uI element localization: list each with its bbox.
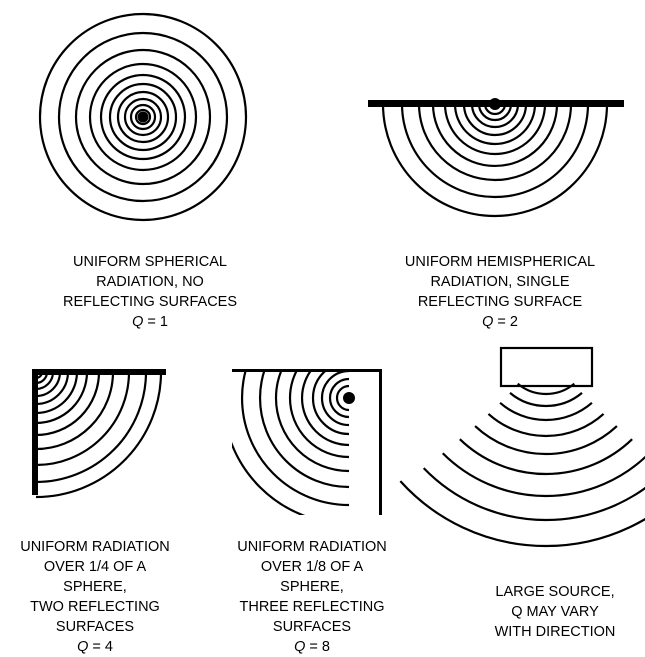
wavefront-arc (35, 371, 115, 451)
caption-line: OVER 1/4 OF A (43, 559, 147, 575)
wavefront-arc (35, 371, 101, 437)
caption-line: UNIFORM RADIATION (20, 539, 170, 555)
top-reflecting-surface (232, 369, 382, 372)
wavefront-arc (381, 103, 609, 218)
caption-line: UNIFORM SPHERICAL (73, 254, 227, 270)
wavefront-arc (483, 103, 507, 116)
wavefront-arc (441, 452, 645, 498)
wavefront-circle (88, 62, 198, 172)
wavefront-arc (35, 371, 70, 406)
wavefront-arc (453, 103, 537, 146)
caption-line: SPHERE, (63, 579, 127, 595)
q-value: = 4 (88, 639, 113, 655)
wavefront-circle (57, 31, 229, 203)
wavefront-circle (74, 48, 212, 186)
wavefront-arc (487, 413, 605, 438)
wavefront-arc (431, 103, 559, 168)
eighth-sphere-radiation-pattern (232, 369, 382, 515)
caption-line: RADIATION, SINGLE (430, 274, 570, 290)
wavefront-arc (474, 425, 618, 456)
caption-line: OVER 1/8 OF A (260, 559, 364, 575)
wavefront-arc (288, 369, 350, 459)
source-dot (137, 111, 149, 123)
caption-line: SURFACES (55, 619, 135, 635)
wavefront-arc (443, 103, 547, 156)
q-value: = 1 (143, 314, 168, 330)
wavefront-circle (134, 108, 152, 126)
caption-line: UNIFORM RADIATION (237, 539, 387, 555)
top-reflecting-surface (32, 369, 166, 375)
wavefront-arc (35, 371, 62, 398)
quarter-sphere-caption: UNIFORM RADIATION OVER 1/4 OF A SPHERE, … (0, 537, 190, 657)
wavefront-arc (35, 371, 148, 484)
wavefront-arc (311, 369, 350, 436)
caption-line: UNIFORM HEMISPHERICAL (404, 254, 596, 270)
q-value-line: Q = 8 (212, 637, 412, 657)
wavefront-arc (300, 369, 350, 447)
large-source-radiation-pattern (399, 346, 645, 548)
q-symbol: Q (132, 314, 144, 330)
wavefront-circle (116, 90, 170, 144)
caption-line: RADIATION, NO (96, 274, 204, 290)
spherical-caption: UNIFORM SPHERICAL RADIATION, NO REFLECTI… (40, 252, 260, 332)
caption-line: WITH DIRECTION (494, 624, 616, 640)
wavefront-arc (462, 103, 528, 137)
wavefront-arc (417, 103, 573, 182)
eighth-sphere-caption: UNIFORM RADIATION OVER 1/8 OF A SPHERE, … (212, 537, 412, 657)
wavefront-arc (399, 480, 645, 548)
hemispherical-caption: UNIFORM HEMISPHERICAL RADIATION, SINGLE … (380, 252, 620, 332)
right-reflecting-surface (379, 369, 382, 515)
wavefront-arc (274, 369, 350, 473)
q-value: = 8 (305, 639, 330, 655)
wavefront-arc (499, 401, 593, 422)
wavefront-arc (35, 371, 89, 425)
wavefront-arc (35, 371, 163, 499)
wavefront-arc (400, 103, 590, 199)
q-symbol: Q (77, 639, 89, 655)
source-dot (343, 392, 355, 404)
wavefront-arc (509, 392, 583, 408)
caption-line: REFLECTING SURFACES (62, 294, 238, 310)
caption-line: Q MAY VARY (511, 604, 599, 620)
wavefront-arc (35, 371, 131, 467)
wavefront-arc (232, 441, 306, 515)
q-symbol: Q (294, 639, 306, 655)
wavefront-arc (258, 369, 350, 489)
caption-line: SPHERE, (280, 579, 344, 595)
large-source-box (499, 346, 594, 388)
spherical-radiation-pattern (38, 12, 248, 222)
caption-line: LARGE SOURCE, (495, 584, 615, 600)
wavefront-arc (470, 103, 520, 129)
source-dot (489, 98, 501, 110)
q-value-line: Q = 2 (380, 312, 620, 332)
quarter-sphere-radiation-pattern (32, 369, 166, 499)
caption-line: SURFACES (272, 619, 352, 635)
wavefront-circle (38, 12, 248, 222)
q-value: = 2 (493, 314, 518, 330)
q-value-line: Q = 4 (0, 637, 190, 657)
large-source-caption: LARGE SOURCE, Q MAY VARY WITH DIRECTION (460, 582, 645, 642)
wavefront-circle (123, 97, 163, 137)
wavefront-arc (328, 377, 350, 419)
wavefront-circle (99, 73, 187, 161)
wavefront-arc (517, 382, 575, 396)
wavefront-arc (240, 369, 350, 507)
hemispherical-radiation-pattern (368, 98, 624, 218)
q-symbol: Q (482, 314, 494, 330)
wavefront-arc (459, 438, 633, 476)
caption-line: REFLECTING SURFACE (417, 294, 583, 310)
wavefront-arc (35, 371, 79, 415)
caption-line: TWO REFLECTING (30, 599, 160, 615)
wavefront-arc (335, 384, 350, 412)
wavefront-arc (422, 467, 645, 522)
wavefront-arc (320, 369, 350, 427)
wavefront-circle (108, 82, 178, 152)
wavefront-circle (129, 103, 157, 131)
q-value-line: Q = 1 (40, 312, 260, 332)
wavefront-arc (477, 103, 513, 122)
left-reflecting-surface (32, 369, 38, 495)
caption-line: THREE REFLECTING (239, 599, 385, 615)
